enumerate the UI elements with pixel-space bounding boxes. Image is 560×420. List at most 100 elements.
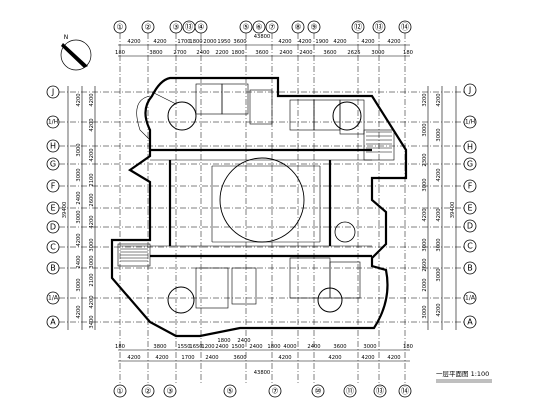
grid-bubble-left-H: H (46, 139, 60, 153)
svg-text:2700: 2700 (173, 50, 186, 56)
svg-text:2000: 2000 (203, 39, 216, 45)
grid-bubble-bottom-14: ⑭ (398, 384, 412, 398)
grid-bubble-top-3a: ⑬ (182, 20, 196, 34)
svg-text:2400: 2400 (249, 344, 262, 350)
bottom-total-dim: 43800 (254, 370, 271, 376)
svg-text:2600: 2600 (422, 258, 428, 271)
svg-text:4200: 4200 (89, 93, 95, 106)
grid-bubble-top-7: ⑦ (265, 20, 279, 34)
svg-text:D: D (50, 223, 56, 232)
svg-text:A: A (50, 318, 56, 327)
grid-bubble-top-11: ⑬ (372, 20, 386, 34)
grid-bubble-right-G: G (463, 157, 477, 171)
svg-text:3000: 3000 (89, 238, 95, 251)
svg-text:3000: 3000 (436, 128, 442, 141)
svg-text:F: F (51, 182, 56, 191)
svg-text:4000: 4000 (283, 344, 296, 350)
grid-bubble-right-E: E (463, 201, 477, 215)
svg-text:N: N (64, 34, 69, 41)
stairs (120, 131, 392, 262)
grid-lines (59, 33, 464, 384)
svg-text:2625: 2625 (347, 50, 360, 56)
grid-bubble-left-A: A (46, 315, 60, 329)
svg-text:1650: 1650 (189, 344, 202, 350)
svg-text:B: B (50, 264, 56, 273)
grid-bubble-top-8: ⑧ (291, 20, 305, 34)
svg-text:3800: 3800 (153, 344, 166, 350)
svg-text:①: ① (116, 23, 123, 32)
svg-text:4200: 4200 (333, 39, 346, 45)
svg-text:⑦: ⑦ (271, 387, 278, 396)
svg-text:180: 180 (403, 50, 413, 56)
svg-text:⑬: ⑬ (185, 23, 193, 32)
svg-text:C: C (467, 242, 473, 251)
svg-text:1/H: 1/H (465, 119, 475, 126)
grid-bubble-right-B: B (463, 261, 477, 275)
svg-text:A: A (467, 318, 473, 327)
svg-text:J: J (51, 88, 54, 97)
round-rooms (167, 101, 362, 314)
building-outline (110, 76, 408, 338)
grid-bubble-left-B: B (46, 261, 60, 275)
svg-text:⑨: ⑨ (310, 23, 317, 32)
svg-text:H: H (467, 143, 473, 152)
grid-bubble-top-10: ⑫ (351, 20, 365, 34)
grid-bubble-top-4: ④ (194, 20, 208, 34)
north-arrow-icon: N (60, 34, 92, 71)
right-total-dim: 39400 (450, 202, 456, 219)
svg-text:4200: 4200 (361, 355, 374, 361)
svg-text:⑦: ⑦ (268, 23, 275, 32)
svg-text:4200: 4200 (89, 148, 95, 161)
svg-text:3000: 3000 (363, 344, 376, 350)
misc-dim-2400: 2400 (237, 338, 250, 344)
grid-bubble-top-12: ⑭ (398, 20, 412, 34)
top-dimensions: 43800 4200 4200 1700 1800 2000 1950 3600… (115, 34, 413, 57)
svg-text:4200: 4200 (155, 355, 168, 361)
left-dimensions: 39400 4200 3000 3000 2400 3000 4200 2400… (62, 86, 96, 330)
grid-bubble-top-6: ⑥ (252, 20, 266, 34)
svg-text:①: ① (116, 387, 123, 396)
svg-text:4200: 4200 (278, 39, 291, 45)
svg-text:⑬: ⑬ (375, 23, 383, 32)
svg-text:⑫: ⑫ (354, 23, 362, 32)
svg-text:1200: 1200 (201, 344, 214, 350)
interior-walls (117, 83, 395, 309)
svg-text:3000: 3000 (76, 168, 82, 181)
svg-text:3000: 3000 (89, 255, 95, 268)
svg-text:1800: 1800 (189, 39, 202, 45)
svg-text:1/A: 1/A (465, 295, 476, 302)
svg-text:1500: 1500 (231, 344, 244, 350)
misc-dim-1800: 1800 (217, 338, 230, 344)
svg-text:2600: 2600 (89, 193, 95, 206)
central-courtyard (211, 157, 321, 243)
svg-text:3600: 3600 (255, 50, 268, 56)
svg-text:3000: 3000 (76, 210, 82, 223)
grid-bubble-right-1H: 1/H (463, 115, 477, 129)
svg-text:4200: 4200 (127, 355, 140, 361)
grid-bubble-top-2: ② (141, 20, 155, 34)
drawing-title-text: 一层平面图 1:100 (436, 370, 489, 378)
svg-text:2100: 2100 (89, 273, 95, 286)
svg-text:B: B (467, 264, 473, 273)
svg-text:4200: 4200 (436, 208, 442, 221)
svg-text:180: 180 (403, 344, 413, 350)
grid-bubble-bottom-13: ⑬ (373, 384, 387, 398)
svg-text:④: ④ (197, 23, 204, 32)
svg-text:⑧: ⑧ (294, 23, 301, 32)
svg-text:4200: 4200 (153, 39, 166, 45)
left-grid-bubbles: J 1/H H G F E D C B 1/A A (46, 85, 60, 329)
svg-text:3000: 3000 (76, 143, 82, 156)
svg-text:4200: 4200 (436, 303, 442, 316)
svg-text:3600: 3600 (323, 50, 336, 56)
left-total-dim: 39400 (62, 202, 68, 219)
svg-text:4200: 4200 (76, 233, 82, 246)
svg-text:2400: 2400 (279, 50, 292, 56)
grid-bubble-right-A: A (463, 315, 477, 329)
grid-bubble-left-D: D (46, 220, 60, 234)
svg-text:2400: 2400 (299, 50, 312, 56)
grid-bubble-bottom-3: ③ (163, 384, 177, 398)
svg-text:2400: 2400 (307, 344, 320, 350)
svg-text:3000: 3000 (422, 123, 428, 136)
grid-bubble-bottom-1: ① (113, 384, 127, 398)
